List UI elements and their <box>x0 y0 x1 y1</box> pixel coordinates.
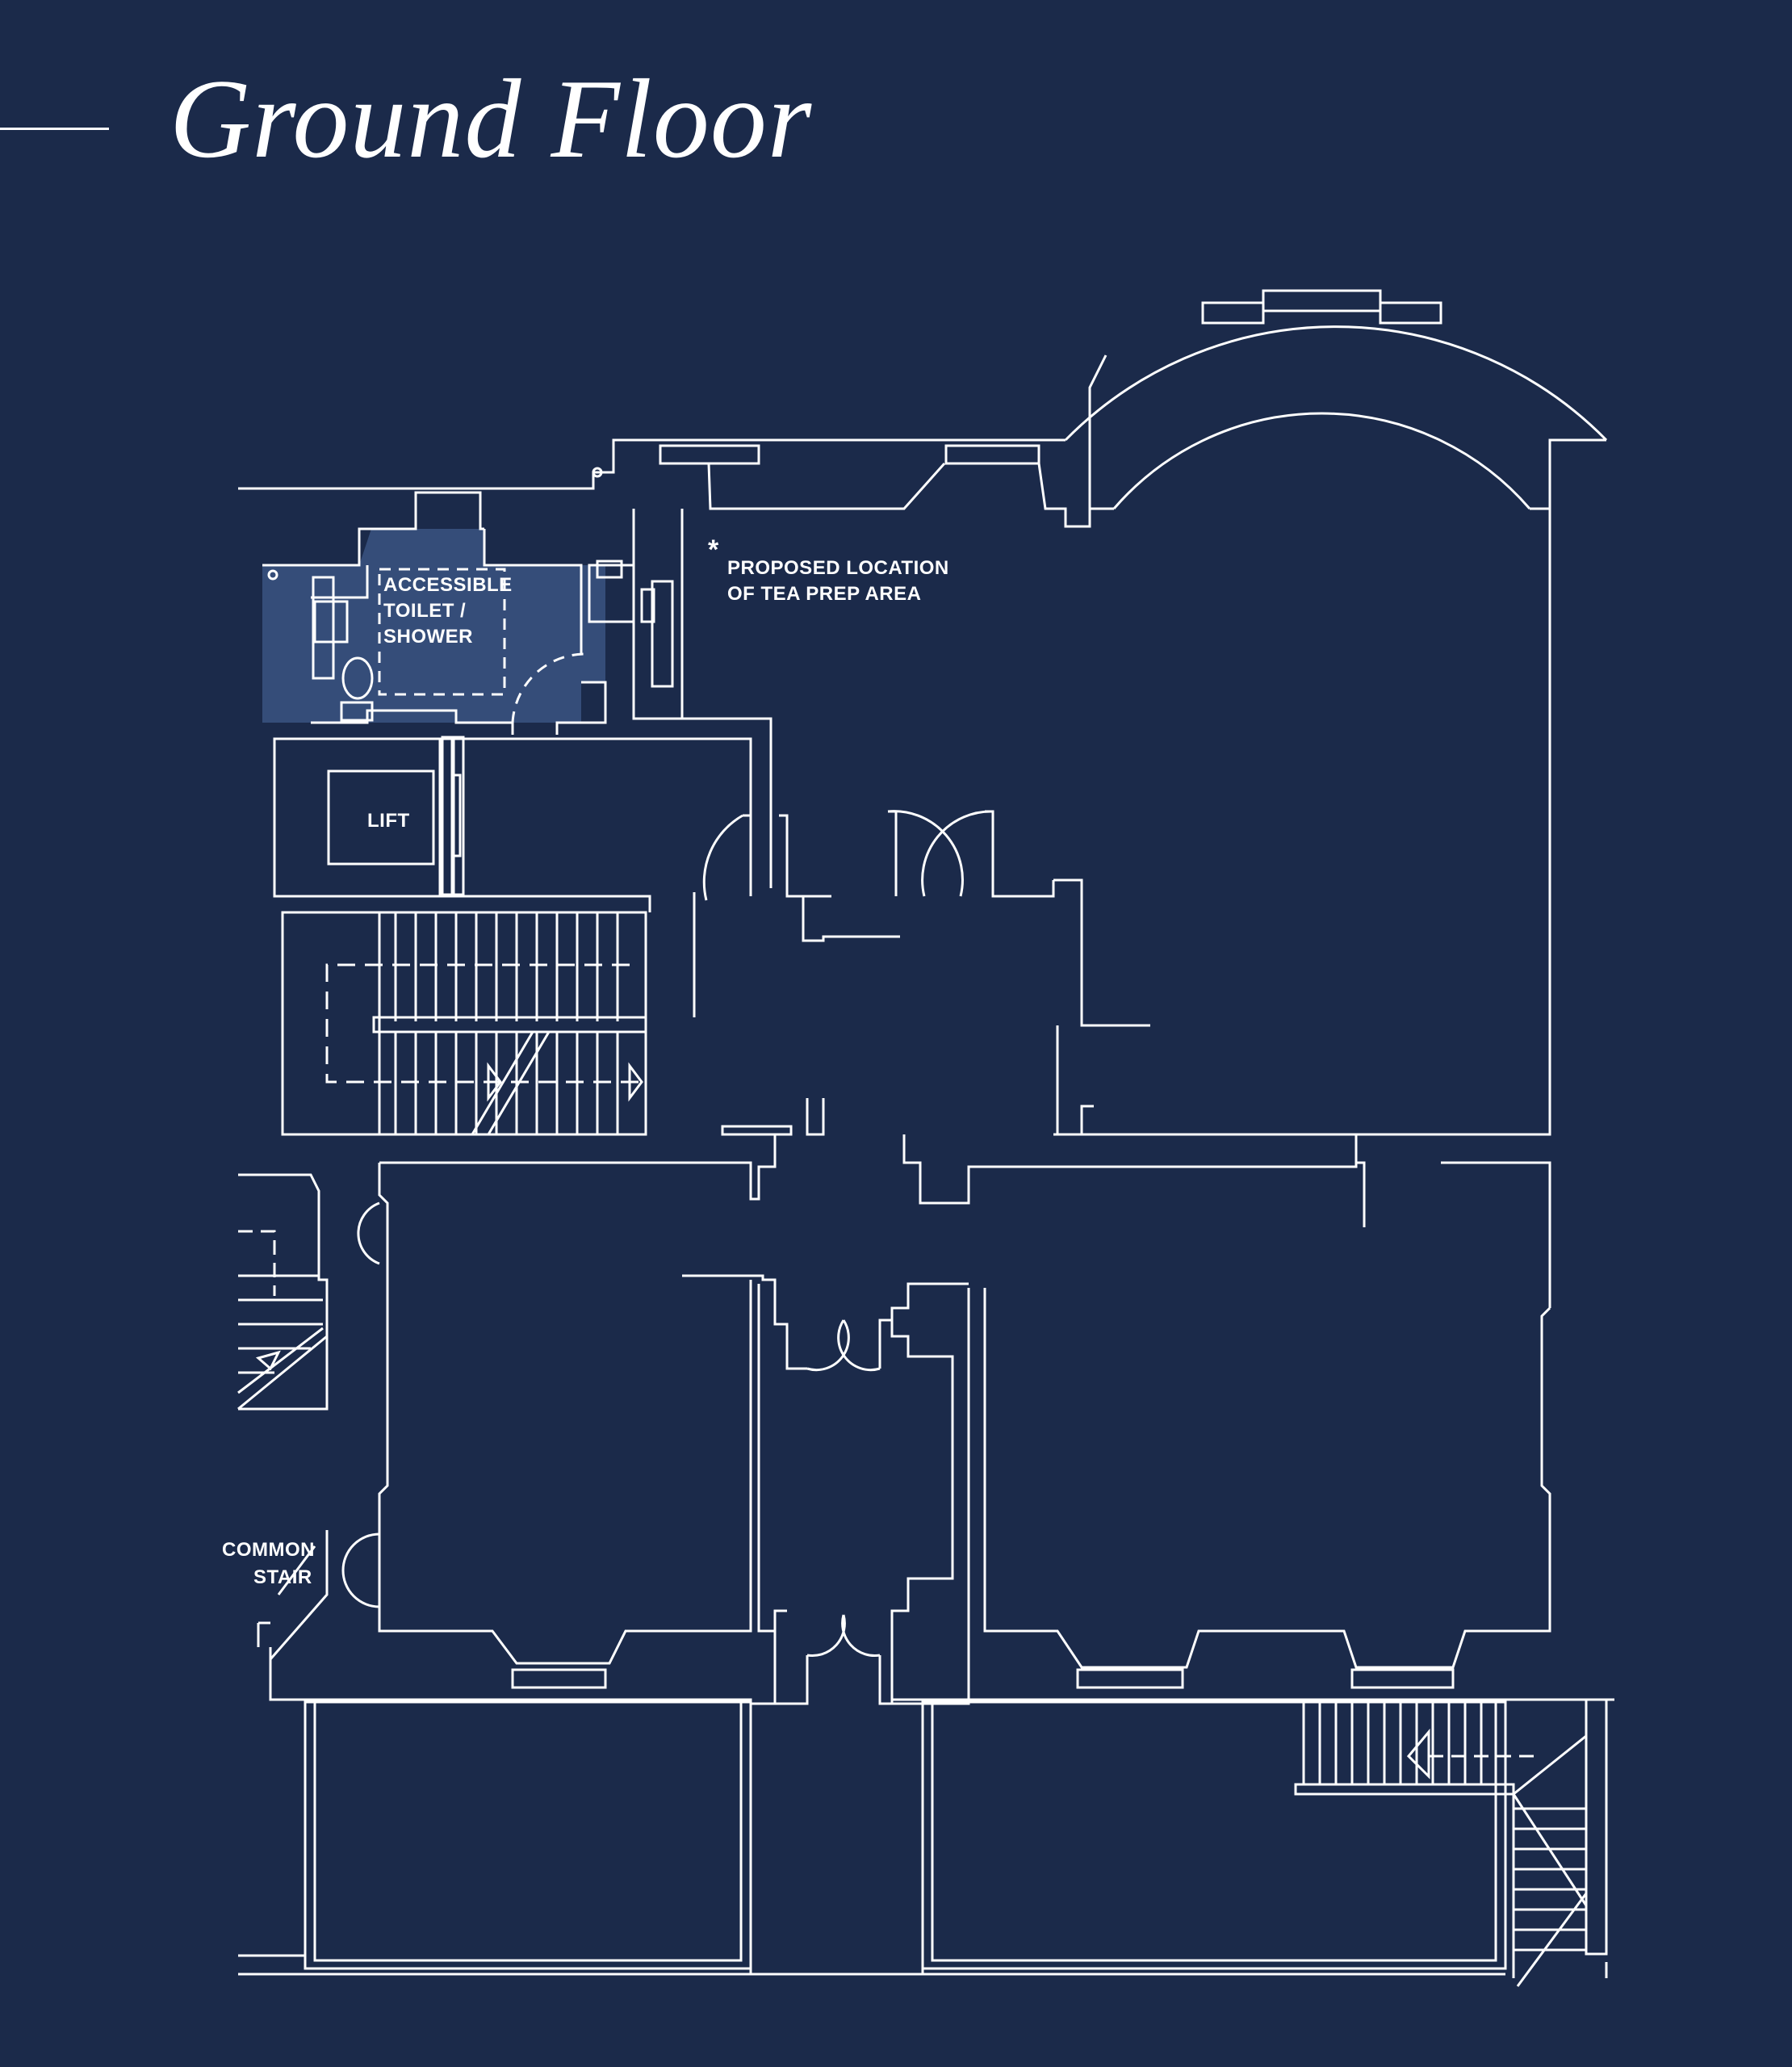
tea-prep-label-line1: PROPOSED LOCATION <box>727 557 949 579</box>
tea-prep-asterisk: * <box>708 535 719 565</box>
common-stair-label-line1: COMMON <box>222 1539 315 1561</box>
page-title: Ground Floor <box>170 57 813 182</box>
accessible-toilet-label-line1: ACCESSIBLE <box>383 574 513 596</box>
lift-label: LIFT <box>367 810 410 832</box>
accessible-toilet-highlight <box>262 529 605 723</box>
plan-walls <box>237 289 1614 1987</box>
common-stair-label-line2: STAIR <box>253 1566 312 1588</box>
accessible-toilet-label-line3: SHOWER <box>383 626 473 648</box>
accessible-toilet-label-line2: TOILET / <box>383 600 467 622</box>
title-rule <box>0 128 109 130</box>
tea-prep-label-line2: OF TEA PREP AREA <box>727 583 922 605</box>
